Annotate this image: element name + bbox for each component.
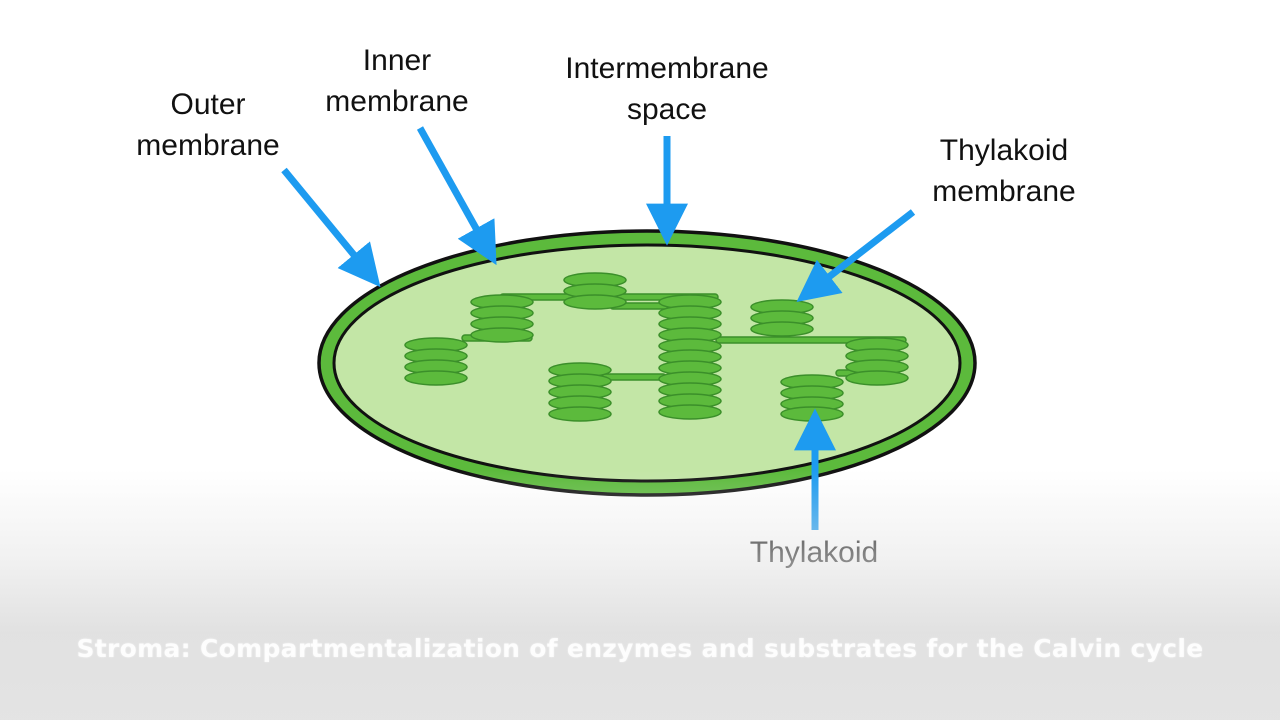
label-thylakoid-membrane: Thylakoid membrane xyxy=(932,130,1075,212)
thylakoid-disc xyxy=(470,327,534,343)
lamella xyxy=(601,373,667,381)
arrow-inner-membrane xyxy=(416,126,497,266)
arrow-thylakoid-membrane xyxy=(796,209,916,302)
thylakoid-disc xyxy=(780,406,844,422)
label-line: Thylakoid xyxy=(939,134,1069,167)
label-inner-membrane: Inner membrane xyxy=(325,40,468,122)
thylakoid-disc xyxy=(548,406,612,422)
label-outer-membrane: Outer membrane xyxy=(136,84,279,166)
arrow-outer-membrane xyxy=(281,167,381,288)
label-line: Inner xyxy=(362,44,432,77)
label-line: membrane xyxy=(932,175,1076,208)
label-line: Outer xyxy=(170,88,246,121)
thylakoid-disc xyxy=(563,294,627,310)
label-thylakoid: Thylakoid xyxy=(750,532,878,573)
thylakoid-disc xyxy=(750,321,814,337)
label-intermembrane-space: Intermembrane space xyxy=(565,48,768,130)
thylakoid-disc xyxy=(404,370,468,386)
label-line: Thylakoid xyxy=(749,536,879,569)
label-line: membrane xyxy=(325,85,469,118)
thylakoid-disc xyxy=(658,404,722,420)
label-line: space xyxy=(626,93,708,126)
label-stroma: Stroma xyxy=(334,518,426,549)
caption-text: Stroma: Compartmentalization of enzymes … xyxy=(76,634,1204,663)
thylakoid-disc xyxy=(845,370,909,386)
label-line: membrane xyxy=(136,129,280,162)
label-line: Intermembrane xyxy=(565,52,769,85)
